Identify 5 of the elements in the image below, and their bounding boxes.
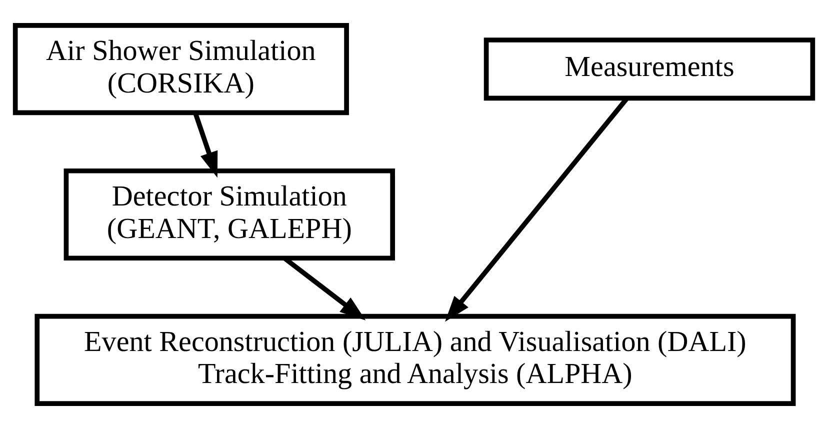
arrow — [193, 112, 218, 178]
node-box: Detector Simulation (GEANT, GALEPH) — [64, 168, 396, 260]
node-box: Event Reconstruction (JULIA) and Visualisation (DALI) Track-Fitting and Analysis (ALPHA) — [34, 313, 796, 406]
node-box: Air Shower Simulation (CORSIKA) — [12, 22, 349, 115]
node-box: Measurements — [484, 37, 816, 100]
